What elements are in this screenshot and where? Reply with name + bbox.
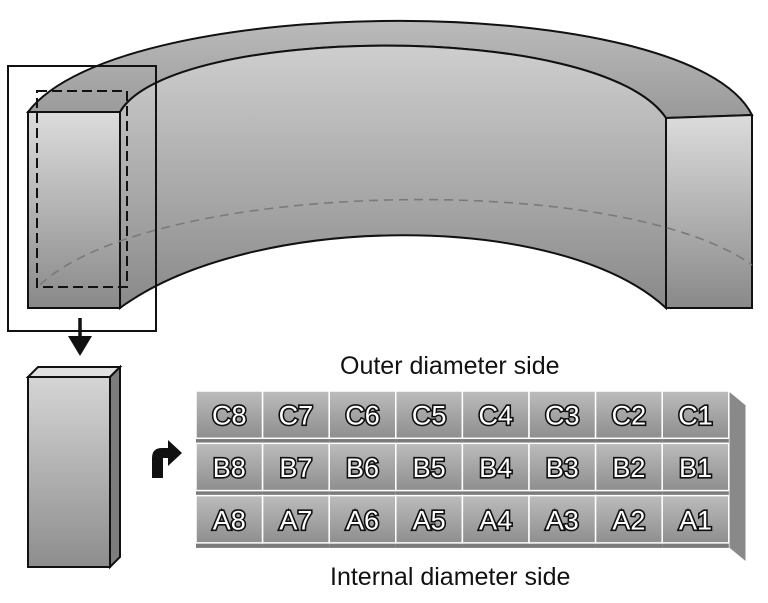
internal-diameter-label: Internal diameter side: [330, 563, 571, 591]
grid-cell-label-c1: C1: [678, 401, 713, 431]
grid-cell-b4: [461, 442, 530, 492]
grid-cell-bevel: [395, 490, 463, 496]
grid-block-right: [728, 389, 747, 564]
turn-arrow-icon: [152, 440, 182, 478]
grid-cell-label-a7: A7: [279, 505, 312, 535]
grid-cell-a4: [461, 494, 530, 544]
grid-cell-c2: [594, 390, 663, 440]
grid-cell-a1: [661, 494, 730, 544]
grid-cell-b8: [195, 442, 264, 492]
ring-hidden-edge: [39, 198, 753, 286]
ring-inner-face: [119, 44, 667, 311]
grid-cell-b5: [395, 442, 464, 492]
grid-cell-label-b2: B2: [612, 453, 645, 483]
grid-cell-bevel: [529, 438, 596, 444]
grid-cell-label-a6: A6: [346, 505, 379, 535]
grid-cell-bevel: [529, 490, 596, 496]
grid-cell-bevel: [595, 438, 663, 444]
outer-diameter-label: Outer diameter side: [340, 352, 560, 380]
grid-cell-c7: [261, 390, 330, 440]
extracted-piece: [25, 364, 123, 570]
grid-cell-bevel: [329, 490, 396, 496]
grid-cell-label-c4: C4: [478, 401, 513, 431]
grid-cell-label-c2: C2: [612, 401, 647, 431]
grid-cell-b3: [528, 442, 597, 492]
grid-cell-label-c8: C8: [212, 401, 247, 431]
selection-frame: [7, 65, 157, 332]
grid-cell-label-c5: C5: [412, 401, 447, 431]
grid-cell-bevel: [196, 490, 263, 496]
grid-cell-bevel: [529, 542, 596, 548]
grid-cell-a2: [594, 494, 663, 544]
ring-left-cut-face: [27, 111, 121, 309]
grid-cell-a8: [195, 494, 264, 544]
grid-cell-c1: [661, 390, 730, 440]
grid-cell-c3: [528, 390, 597, 440]
grid-cell-bevel: [595, 542, 663, 548]
grid-cell-label-a8: A8: [213, 505, 246, 535]
grid-cell-label-b7: B7: [279, 453, 312, 483]
grid-cell-label-b8: B8: [213, 453, 246, 483]
grid-cell-bevel: [462, 490, 529, 496]
grid-cell-bevel: [329, 542, 396, 548]
down-arrow-icon: [68, 318, 92, 356]
grid-cell-b6: [328, 442, 397, 492]
grid-cell-label-a2: A2: [612, 505, 645, 535]
grid-cell-bevel: [662, 490, 729, 496]
grid-cell-bevel: [329, 438, 396, 444]
grid-cell-bevel: [662, 542, 729, 548]
grid-cell-b1: [661, 442, 730, 492]
grid-cell-bevel: [196, 438, 263, 444]
grid-cell-c4: [461, 390, 530, 440]
grid-cell-label-b3: B3: [546, 453, 579, 483]
grid-cell-label-c6: C6: [345, 401, 380, 431]
grid-cell-label-c7: C7: [279, 401, 314, 431]
grid-cell-label-c3: C3: [545, 401, 580, 431]
grid-cell-label-a1: A1: [679, 505, 712, 535]
grid-cell-label-a3: A3: [546, 505, 579, 535]
grid-cell-label-b5: B5: [413, 453, 446, 483]
grid-cell-bevel: [262, 438, 330, 444]
grid-cell-bevel: [662, 438, 729, 444]
grid-cell-bevel: [462, 438, 529, 444]
grid-cell-bevel: [462, 542, 529, 548]
grid-cell-bevel: [196, 542, 263, 548]
grid-cell-bevel: [595, 490, 663, 496]
grid-cell-bevel: [395, 542, 463, 548]
grid-cell-a7: [261, 494, 330, 544]
cut-outline-dashed: [36, 90, 128, 288]
ring-right-cut-face: [665, 113, 753, 309]
grid-cell-label-b1: B1: [679, 453, 712, 483]
grid-cell-label-a5: A5: [413, 505, 446, 535]
grid-cell-a5: [395, 494, 464, 544]
grid-cell-bevel: [395, 438, 463, 444]
grid-cell-bevel: [262, 542, 330, 548]
grid-cell-label-a4: A4: [479, 505, 512, 535]
grid-cell-b7: [261, 442, 330, 492]
grid-cell-label-b4: B4: [479, 453, 512, 483]
grid-cell-bevel: [262, 490, 330, 496]
grid-cell-label-b6: B6: [346, 453, 379, 483]
grid-cell-c5: [395, 390, 464, 440]
